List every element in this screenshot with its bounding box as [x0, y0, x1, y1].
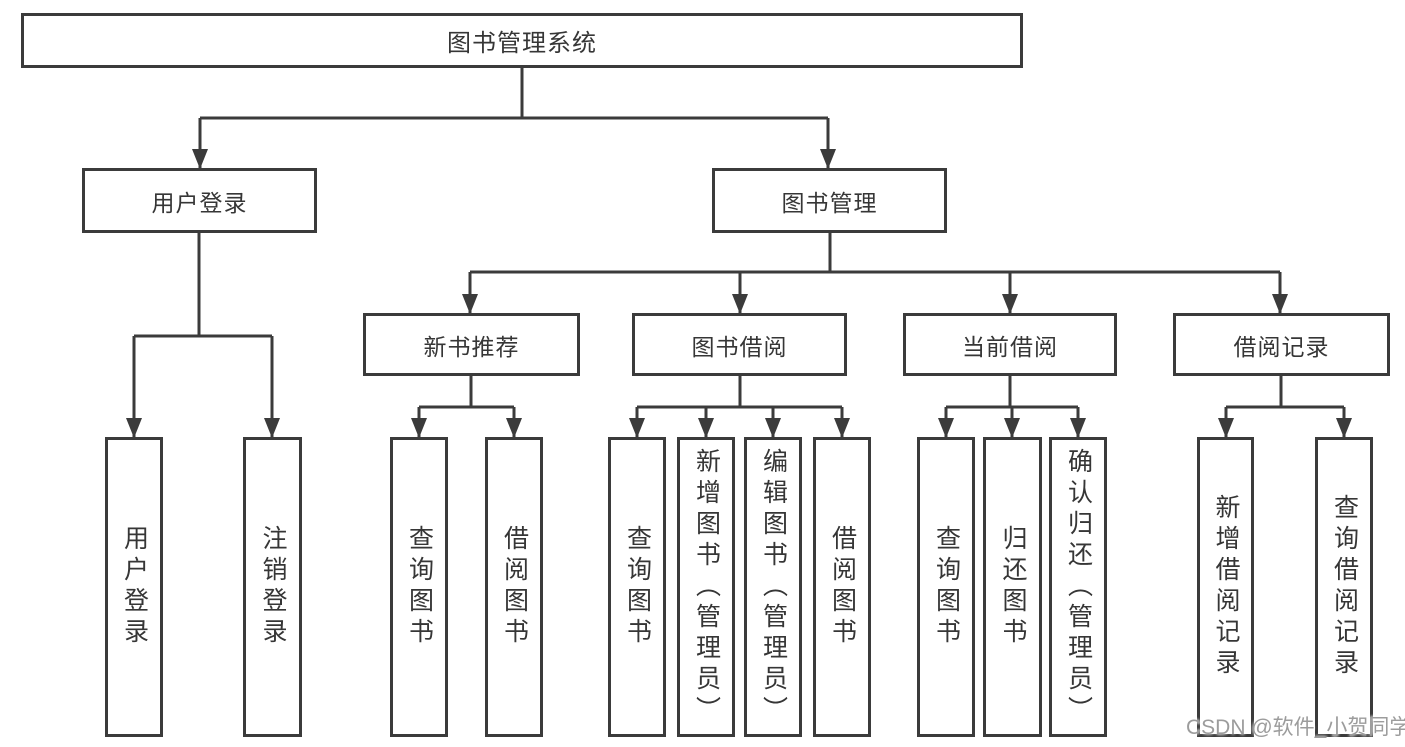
- leaf-label: 查询图书: [932, 525, 961, 649]
- leaf-label: 查询图书: [405, 525, 434, 649]
- leaf-label: 借阅图书: [500, 525, 529, 649]
- leaf-label: 归还图书: [999, 525, 1027, 649]
- node-label: 图书管理系统: [447, 30, 597, 57]
- leaf-confirm-return-admin: 确认归还（管理员）: [1049, 437, 1107, 737]
- leaf-return-book: 归还图书: [983, 437, 1042, 737]
- node-current-borrow: 当前借阅: [903, 313, 1117, 376]
- leaf-label: 查询借阅记录: [1330, 494, 1359, 680]
- leaf-edit-book-admin: 编辑图书（管理员）: [744, 437, 802, 737]
- node-label: 新书推荐: [423, 333, 520, 360]
- leaf-label: 确认归还（管理员）: [1064, 447, 1093, 727]
- leaf-label: 编辑图书（管理员）: [759, 447, 788, 727]
- leaf-query-book-2: 查询图书: [608, 437, 666, 737]
- leaf-label: 查询图书: [623, 525, 652, 649]
- leaf-label: 新增图书（管理员）: [692, 447, 721, 727]
- leaf-query-book-1: 查询图书: [390, 437, 448, 737]
- leaf-borrow-book-1: 借阅图书: [485, 437, 543, 737]
- leaf-user-login: 用户登录: [105, 437, 163, 737]
- node-label: 借阅记录: [1233, 333, 1330, 360]
- leaf-label: 用户登录: [120, 525, 149, 649]
- leaf-borrow-book-2: 借阅图书: [813, 437, 871, 737]
- leaf-add-book-admin: 新增图书（管理员）: [677, 437, 735, 737]
- node-label: 图书管理: [781, 189, 878, 216]
- node-new-book-recommend: 新书推荐: [363, 313, 580, 376]
- leaf-label: 注销登录: [259, 525, 287, 649]
- node-label: 用户登录: [151, 189, 248, 216]
- leaf-label: 新增借阅记录: [1212, 494, 1240, 680]
- leaf-query-book-3: 查询图书: [917, 437, 975, 737]
- leaf-logout: 注销登录: [243, 437, 302, 737]
- node-user-login: 用户登录: [82, 168, 317, 233]
- csdn-watermark: CSDN @软件_小贺同学: [1186, 716, 1405, 739]
- leaf-query-borrow-record: 查询借阅记录: [1315, 437, 1373, 737]
- node-label: 图书借阅: [691, 333, 788, 360]
- node-borrow-records: 借阅记录: [1173, 313, 1390, 376]
- connector-arrows: [126, 118, 1352, 438]
- node-book-management: 图书管理: [712, 168, 947, 233]
- node-book-borrow: 图书借阅: [632, 313, 847, 376]
- node-root-system: 图书管理系统: [21, 13, 1023, 68]
- leaf-add-borrow-record: 新增借阅记录: [1197, 437, 1254, 737]
- node-label: 当前借阅: [962, 333, 1058, 360]
- leaf-label: 借阅图书: [828, 525, 857, 649]
